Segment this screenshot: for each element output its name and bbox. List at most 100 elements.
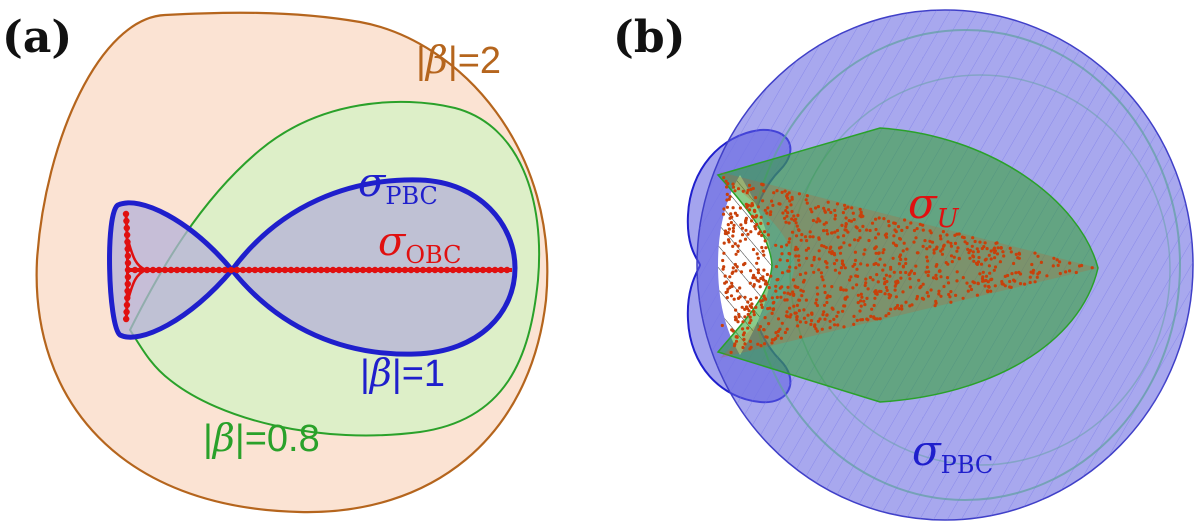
sigma-u-dot [901,290,905,294]
sigma-u-dot [1055,258,1059,262]
sigma-u-dot [774,265,779,269]
sigma-u-dot [865,263,870,267]
sigma-u-dot [853,258,858,262]
sigma-u-dot [748,339,753,343]
sigma-u-dot [792,214,796,218]
sigma-u-dot [752,283,756,287]
sigma-u-dot [721,267,725,271]
sigma-u-dot [928,245,932,249]
sigma-u-dot [986,290,990,294]
obc-dot [123,308,130,316]
sigma-u-dot [760,305,764,309]
sigma-u-dot [744,221,748,225]
sigma-u-dot [833,268,838,272]
sigma-u-dot [820,327,824,331]
sigma-u-dot [800,233,804,237]
sigma-u-dot [883,292,887,296]
sigma-u-dot [971,250,975,254]
sigma-u-dot [751,186,755,191]
obc-dot [123,217,130,225]
obc-dot [124,245,131,253]
obc-dot [497,266,505,274]
sigma-u-dot [852,322,856,326]
sigma-u-dot [843,207,847,211]
sigma-u-dot [841,309,845,313]
sigma-u-dot [749,345,753,349]
sigma-u-dot [754,215,758,219]
sigma-u-dot [846,205,850,209]
obc-dot [503,266,511,274]
sigma-u-dot [979,262,984,266]
sigma-u-dot [949,244,954,248]
sigma-u-dot [940,252,945,256]
panel-b-letter: (b) [613,12,685,63]
sigma-u-dot [794,254,798,258]
sigma-u-dot [822,303,827,307]
obc-dot [311,266,319,274]
sigma-u-dot [766,206,770,210]
sigma-u-dot [987,264,992,268]
sigma-u-dot [835,258,839,262]
sigma-u-dot [810,263,814,268]
sigma-u-dot [825,296,829,300]
sigma-u-dot [746,312,750,317]
sigma-u-dot [947,292,951,297]
obc-dot [161,266,169,274]
sigma-u-dot [844,224,848,229]
sigma-u-dot [730,281,734,285]
sigma-u-dot [727,240,731,244]
sigma-u-dot [762,253,766,257]
sigma-u-dot [786,269,790,273]
sigma-u-dot [795,303,800,307]
obc-dot [185,266,193,274]
sigma-u-dot [863,248,867,252]
sigma-u-dot [738,239,742,243]
sigma-u-dot [858,309,862,313]
sigma-u-dot [822,284,827,288]
sigma-u-dot [900,304,904,308]
sigma-u-dot [810,311,814,315]
sigma-u-dot [1008,246,1012,250]
sigma-u-dot [884,273,889,277]
sigma-u-dot [968,284,972,288]
sigma-u-dot [761,275,765,279]
sigma-u-dot [785,194,789,198]
sigma-u-dot [836,310,840,314]
sigma-u-dot [808,230,812,234]
sigma-u-dot [887,219,891,223]
sigma-u-dot [946,240,950,244]
sigma-u-dot [917,278,921,282]
sigma-u-dot [941,247,945,251]
label-sigma-pbc-a: σPBC [358,160,438,210]
sigma-u-dot [898,236,902,241]
sigma-u-dot [953,233,957,237]
obc-dot [221,266,229,274]
sigma-u-dot [765,335,769,339]
sigma-u-dot [805,201,809,205]
sigma-u-dot [835,228,840,233]
obc-dot [124,259,132,267]
sigma-u-dot [786,285,790,289]
sigma-u-dot [822,206,826,210]
obc-dot [124,287,131,295]
sigma-u-dot [836,323,840,327]
sigma-u-dot [837,271,842,275]
sigma-u-dot [868,275,873,280]
sigma-u-dot [823,290,827,295]
sigma-u-dot [874,227,878,232]
sigma-u-dot [779,336,784,340]
sigma-u-dot [825,300,829,305]
sigma-u-dot [766,307,770,311]
obc-dot [455,266,463,274]
sigma-u-dot [901,265,906,269]
sigma-u-dot [894,243,898,247]
sigma-u-dot [820,244,824,248]
sigma-u-dot [941,230,946,234]
sigma-u-dot [874,251,878,255]
sigma-u-dot [843,266,847,270]
sigma-u-dot [791,290,795,294]
sigma-u-dot [726,231,730,235]
sigma-u-dot [816,205,821,209]
sigma-u-dot [939,249,943,253]
sigma-u-dot [745,205,749,209]
